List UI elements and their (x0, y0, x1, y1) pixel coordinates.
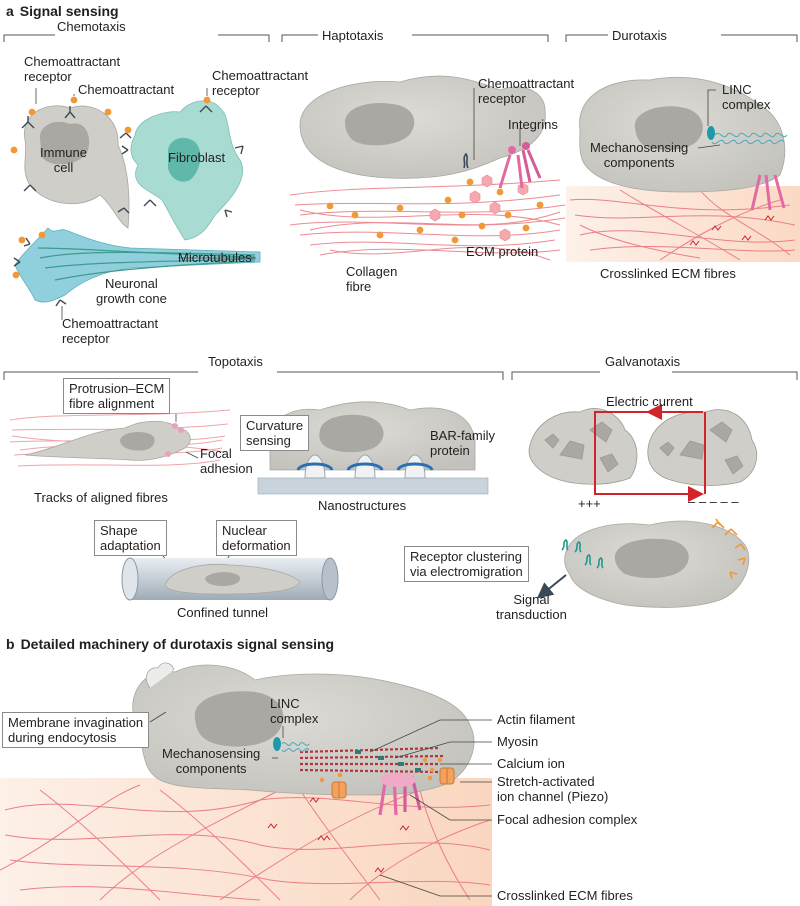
piezo-label: Stretch-activated ion channel (Piezo) (497, 774, 609, 804)
immune-cell-label: Immune cell (40, 145, 87, 175)
duro-mechano-label: Mechanosensing components (590, 140, 689, 170)
panel-b-crosslinks (267, 797, 410, 873)
durotaxis-spring (711, 132, 788, 145)
header-brackets (3, 34, 798, 380)
confined-tunnel (121, 557, 339, 601)
current-label: Electric current (606, 394, 693, 409)
signal-label: Signal transduction (496, 592, 567, 622)
nano-label: Nanostructures (318, 498, 407, 513)
nuclear-box: Nuclear deformation (216, 520, 297, 556)
galvanotaxis-header: Galvanotaxis (605, 354, 681, 369)
plus-label: +++ (578, 496, 601, 511)
galvano-receptors-teal (561, 539, 604, 569)
galvanotaxis-cells (528, 408, 757, 486)
invagination-box: Membrane invagination during endocytosis (2, 712, 150, 748)
duro-leaders (697, 89, 721, 149)
neuronal-growth-cone (14, 227, 261, 303)
myosin-label: Myosin (497, 734, 539, 749)
panel-b-spring (281, 742, 310, 752)
haptotaxis-fibres (289, 179, 566, 261)
panel-b-piezo (331, 767, 455, 799)
chemo-receptor-label-2: Chemoattractant receptor (212, 68, 309, 98)
curvature-box: Curvature sensing (240, 415, 310, 451)
topotaxis-cell (24, 420, 191, 461)
clustering-box: Receptor clustering via electromigration (404, 546, 529, 582)
fibroblast-label: Fibroblast (168, 150, 226, 165)
chemo-receptor-label-3: Chemoattractant receptor (62, 316, 159, 346)
growth-cone-label: Neuronal growth cone (96, 276, 167, 306)
b-linc-label: LINC complex (270, 696, 319, 726)
minus-label: – – – – – (688, 494, 739, 509)
ecm-protein-label: ECM protein (466, 244, 539, 259)
hapto-receptor (463, 152, 469, 169)
durotaxis-linc (707, 126, 715, 140)
hapto-receptor-label: Chemoattractant receptor (478, 76, 575, 106)
durotaxis-cell (579, 76, 786, 193)
collagen-label: Collagen fibre (346, 264, 398, 294)
durotaxis-crosslinks (689, 215, 775, 246)
panel-b-cell (132, 662, 475, 796)
durotaxis-fibres (569, 189, 796, 261)
duro-linc-label: LINC complex (722, 82, 771, 112)
focal-complex-label: Focal adhesion complex (497, 812, 638, 827)
panel-b-fibres (0, 784, 491, 901)
focal-label: Focal adhesion (200, 446, 253, 476)
panel-b-leaders (149, 711, 492, 897)
chemotaxis-receptors (13, 105, 244, 307)
durotaxis-ecm-bg (566, 186, 800, 262)
chemo-receptor-label-1: Chemoattractant receptor (24, 54, 121, 84)
b-fibres-label: Crosslinked ECM fibres (497, 888, 633, 903)
tracks-label: Tracks of aligned fibres (34, 490, 168, 505)
integrins (498, 142, 542, 189)
nanostructure-cell (269, 401, 476, 471)
protrusion-box: Protrusion–ECM fibre alignment (63, 378, 171, 414)
haptotaxis-cell (299, 75, 546, 179)
chemoattractant-dots (10, 96, 211, 279)
durotaxis-integrins (750, 174, 786, 211)
duro-fibres-label: Crosslinked ECM fibres (600, 266, 736, 281)
chemoattractant-label: Chemoattractant (78, 82, 175, 97)
galvano-receptors-orange (711, 518, 746, 580)
chemotaxis-header: Chemotaxis (57, 19, 126, 34)
shape-box: Shape adaptation (94, 520, 167, 556)
galvano-cell-2 (564, 520, 750, 608)
electric-current-loop (594, 404, 706, 502)
fibroblast-cell (130, 100, 244, 241)
integrins-label: Integrins (508, 117, 558, 132)
actin-label: Actin filament (497, 712, 576, 727)
panel-b-linc (273, 737, 281, 751)
signal-arrow (536, 574, 567, 599)
panel-b-integrins (378, 773, 422, 816)
bar-label: BAR-family protein (430, 428, 496, 458)
nanopillars (296, 454, 434, 479)
haptotaxis-header: Haptotaxis (322, 28, 384, 43)
tunnel-label: Confined tunnel (177, 605, 269, 620)
hapto-leaders (473, 88, 521, 160)
chemotaxis-leaders (35, 88, 256, 320)
panel-b-actin (299, 746, 446, 774)
b-mechano-label: Mechanosensing components (162, 746, 261, 776)
haptotaxis-hexagons (429, 174, 529, 242)
durotaxis-header: Durotaxis (612, 28, 667, 43)
microtubules-label: Microtubules (178, 250, 252, 265)
nanostructure-substrate (257, 477, 489, 495)
calcium-label: Calcium ion (497, 756, 565, 771)
panel-b-calcium (319, 757, 443, 783)
topotaxis-header: Topotaxis (208, 354, 263, 369)
ecm-protein-dots (326, 178, 544, 244)
